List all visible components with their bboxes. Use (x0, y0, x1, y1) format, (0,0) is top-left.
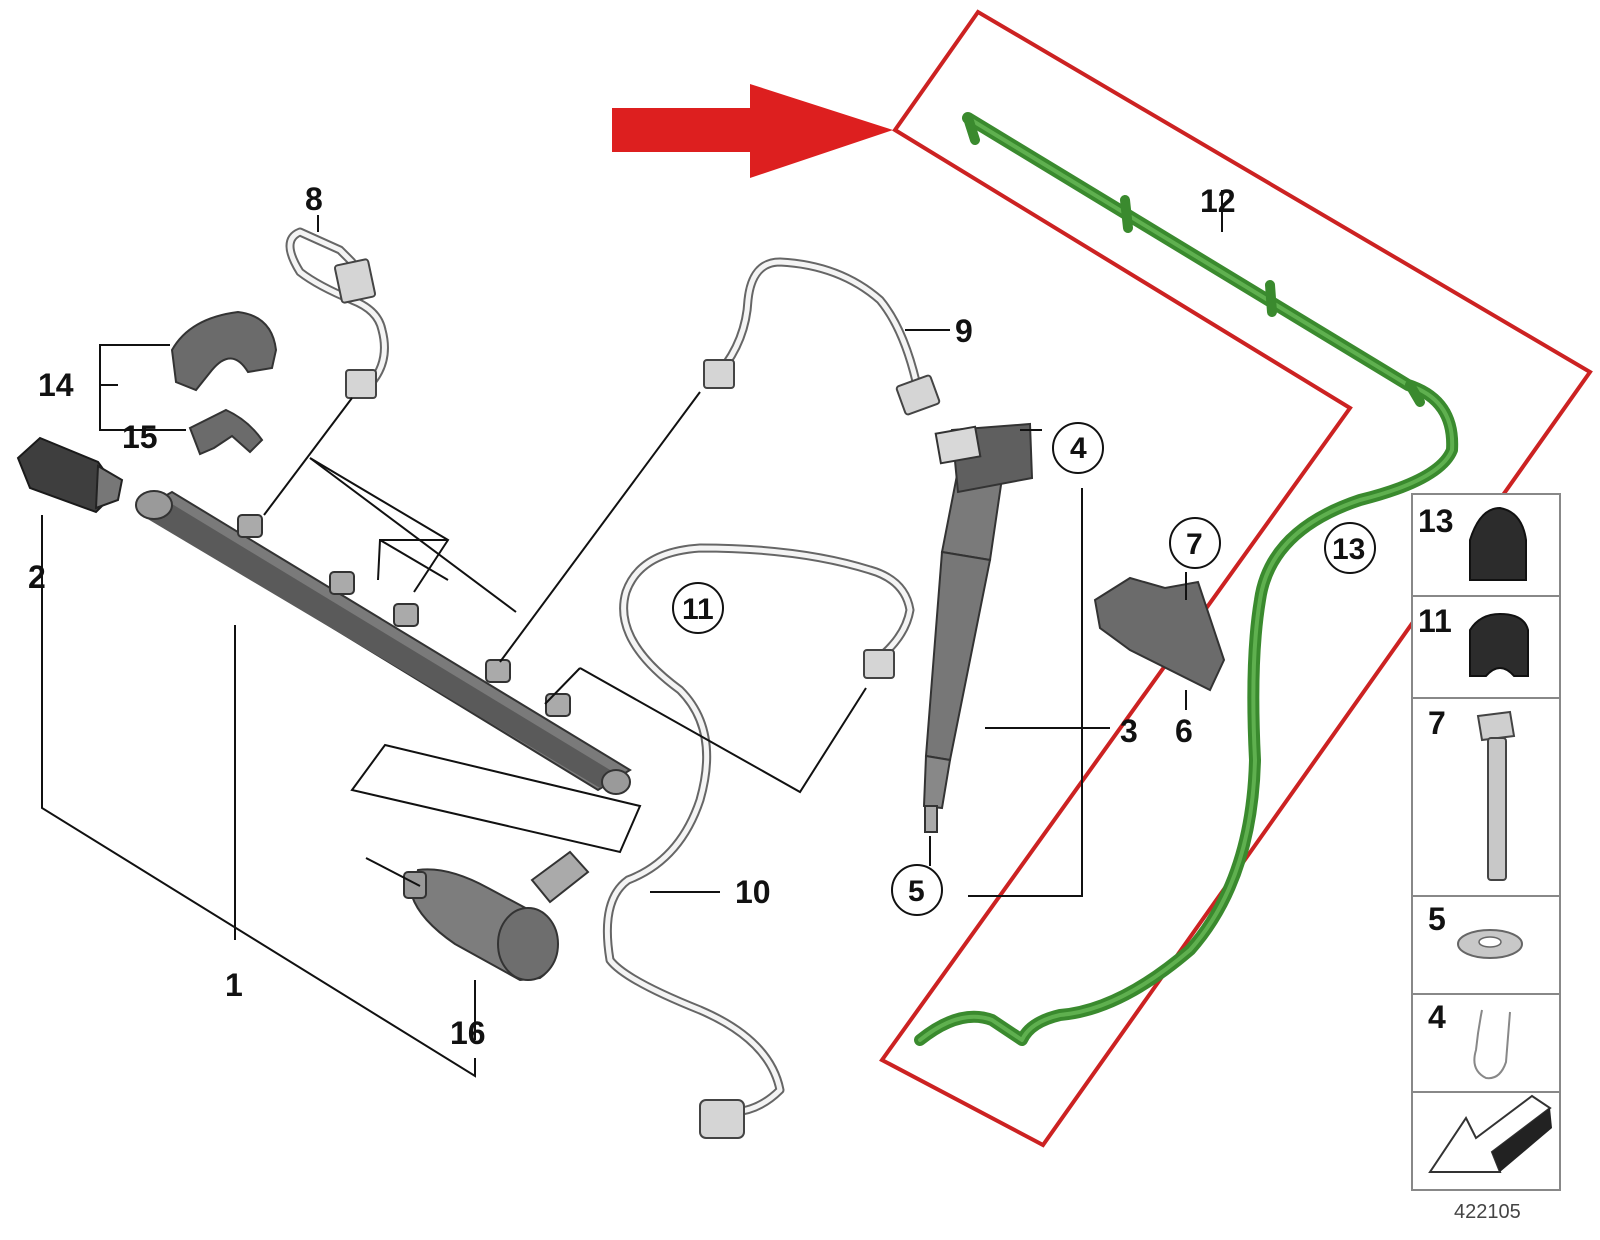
callout-14: 14 (38, 367, 74, 403)
leader-lines (41, 190, 1223, 1078)
washer-icon (1457, 929, 1523, 959)
injector-clamp (1093, 576, 1226, 692)
bracket-lower (188, 408, 264, 456)
legend-label-5: 5 (1428, 901, 1446, 937)
callout-4: 4 (1070, 432, 1087, 465)
callout-5: 5 (908, 875, 925, 908)
parts-legend: 13 11 7 5 4 (1411, 493, 1561, 1191)
pressure-sensor (16, 436, 124, 514)
leak-off-hose (914, 112, 1459, 1046)
callout-3: 3 (1120, 713, 1138, 749)
callout-1: 1 (225, 967, 243, 1003)
legend-label-4: 4 (1428, 999, 1446, 1035)
high-pressure-pipes (285, 227, 941, 1139)
callout-7: 7 (1186, 528, 1203, 561)
legend-label-13: 13 (1418, 503, 1454, 539)
direction-arrow-icon (1428, 1094, 1552, 1173)
highlight-arrow-icon (612, 84, 893, 178)
bracket-upper (170, 310, 278, 392)
fuel-rail (135, 490, 632, 795)
callout-13: 13 (1332, 533, 1365, 566)
callout-9: 9 (955, 313, 973, 349)
bolt-icon (1476, 710, 1516, 881)
legend-label-7: 7 (1428, 705, 1446, 741)
legend-label-11: 11 (1418, 603, 1452, 639)
callout-11: 11 (682, 593, 714, 626)
pressure-control-valve (403, 850, 590, 982)
callout-8: 8 (305, 181, 323, 217)
callout-12: 12 (1200, 183, 1236, 219)
diagram-reference-number: 422105 (1454, 1201, 1521, 1223)
callout-6: 6 (1175, 713, 1193, 749)
callout-2: 2 (28, 559, 46, 595)
callout-16: 16 (450, 1015, 486, 1051)
rubber-cap-icon (1469, 506, 1527, 581)
highlight-frame (879, 9, 1593, 1148)
callout-15: 15 (122, 419, 158, 455)
callout-10: 10 (735, 874, 771, 910)
clip-icon (1473, 1009, 1511, 1080)
callout-circles (672, 422, 1376, 916)
grommet-icon (1469, 612, 1529, 677)
injector (922, 422, 1034, 833)
